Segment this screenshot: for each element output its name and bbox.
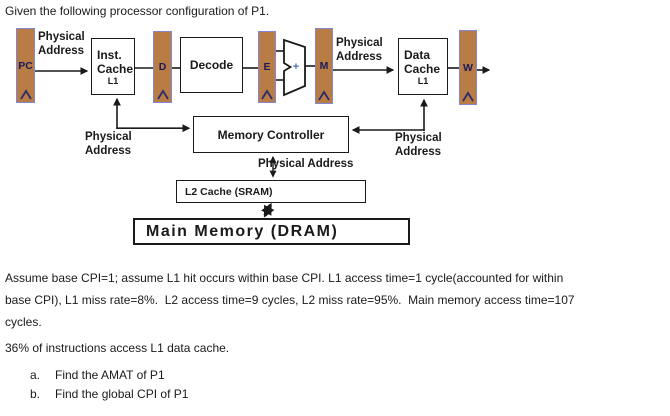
assumptions-line-1: Assume base CPI=1; assume L1 hit occurs … [5,271,564,285]
register-pc: PC [16,28,35,103]
inst-cache-block: Inst. Cache L1 [91,38,135,95]
physical-address-label-mid: Physical Address [258,158,354,170]
physical-address-label-m: Physical Address [336,37,383,63]
chevron-up-icon [261,89,273,100]
register-e: E [258,31,276,103]
register-d-label: D [158,61,167,73]
chevron-up-icon [462,91,474,102]
assumptions-line-3: cycles. [5,315,42,329]
register-d: D [153,31,172,103]
stat-line: 36% of instructions access L1 data cache… [5,341,230,355]
l2-cache-block: L2 Cache (SRAM) [176,180,366,203]
alu-shape [283,38,306,97]
question-b-marker: b. [30,387,41,401]
register-w-label: W [463,61,473,74]
data-cache-line2: Cache [404,61,441,76]
register-e-label: E [263,61,271,73]
question-b: b. Find the global CPI of P1 [30,387,188,401]
data-cache-block: Data Cache L1 [398,38,448,95]
inst-cache-line1: Inst. [97,47,122,62]
main-memory-label: Main Memory (DRAM) [146,222,339,240]
alu-plus-icon: + [293,61,299,73]
register-pc-label: PC [18,59,33,72]
decode-block: Decode [180,37,243,93]
register-w: W [459,30,477,105]
register-m: M [315,28,333,104]
chevron-up-icon [19,89,32,100]
l2-cache-label: L2 Cache (SRAM) [185,185,273,198]
wire-l2-mainmemory [261,202,275,218]
data-cache-line1: Data [404,47,431,62]
memory-controller-label: Memory Controller [217,127,325,142]
physical-address-label-pc: Physical Address [38,31,85,57]
question-a-text: Find the AMAT of P1 [55,368,165,382]
memory-controller-block: Memory Controller [193,116,349,153]
physical-address-label-left: Physical Address [85,131,132,157]
assumptions-line-2: base CPI), L1 miss rate=8%. L2 access ti… [5,293,575,307]
physical-address-label-right: Physical Address [395,132,442,158]
inst-cache-line2: Cache [97,61,134,76]
main-memory-block: Main Memory (DRAM) [133,218,410,245]
page-title: Given the following processor configurat… [5,4,270,18]
inst-cache-line3: L1 [107,75,119,86]
register-m-label: M [319,60,329,72]
data-cache-line3: L1 [417,75,429,86]
chevron-up-icon [318,90,330,101]
question-a: a. Find the AMAT of P1 [30,368,165,382]
question-b-text: Find the global CPI of P1 [55,387,189,401]
chevron-up-icon [156,89,169,100]
decode-label: Decode [189,58,234,72]
question-a-marker: a. [30,368,41,382]
